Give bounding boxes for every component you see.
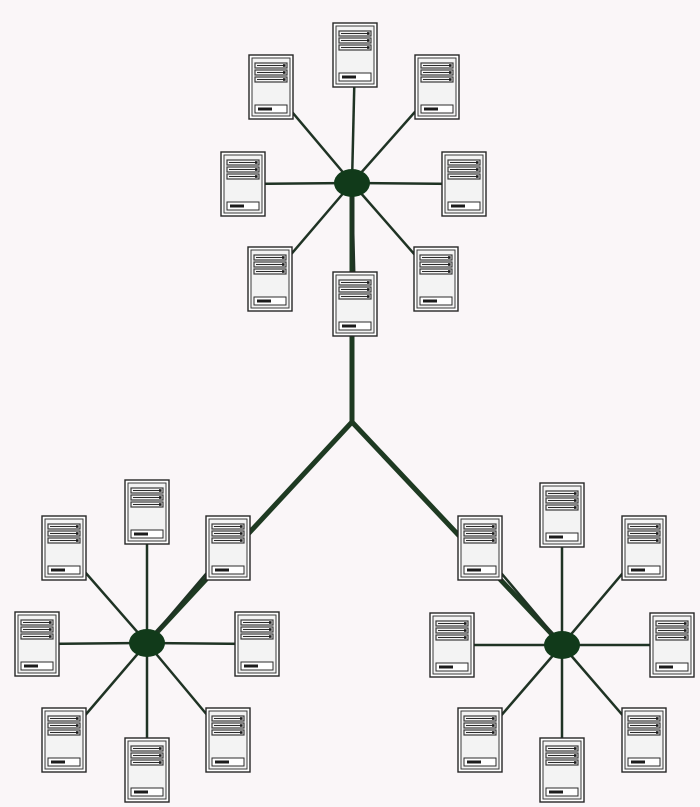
hub-right-server-7-icon — [429, 612, 475, 678]
hub-top-server-7-icon — [220, 151, 266, 217]
hub-top-server-3-icon — [441, 151, 487, 217]
hub-right-server-8-icon — [457, 515, 503, 581]
hub-left-server-1-icon — [124, 479, 170, 545]
hub-right-server-5-icon — [539, 737, 585, 803]
hub-top — [334, 169, 370, 197]
hub-top-server-1-icon — [332, 22, 378, 88]
backbone-link-hub-right — [349, 419, 565, 648]
hub-left-server-6-icon — [205, 707, 251, 773]
hub-top-server-4-icon — [413, 246, 459, 312]
hub-right-server-3-icon — [649, 612, 695, 678]
hub-right-server-2-icon — [621, 515, 667, 581]
hub-left-server-7-icon — [234, 611, 280, 677]
hub-right-server-6-icon — [457, 707, 503, 773]
hub-top-server-6-icon — [247, 246, 293, 312]
hub-top-server-8-icon — [248, 54, 294, 120]
hub-top-server-5-icon — [332, 271, 378, 337]
hub-left-server-8-icon — [205, 515, 251, 581]
backbone-junction — [349, 419, 355, 425]
hub-right-server-4-icon — [621, 707, 667, 773]
hub-left — [129, 629, 165, 657]
hub-left-server-4-icon — [41, 707, 87, 773]
hub-left-server-3-icon — [14, 611, 60, 677]
hub-right-server-1-icon — [539, 482, 585, 548]
hub-right — [544, 631, 580, 659]
computers — [14, 22, 695, 803]
hub-top-server-2-icon — [414, 54, 460, 120]
hub-left-server-2-icon — [41, 515, 87, 581]
hub-left-server-5-icon — [124, 737, 170, 803]
hubs — [129, 169, 580, 659]
